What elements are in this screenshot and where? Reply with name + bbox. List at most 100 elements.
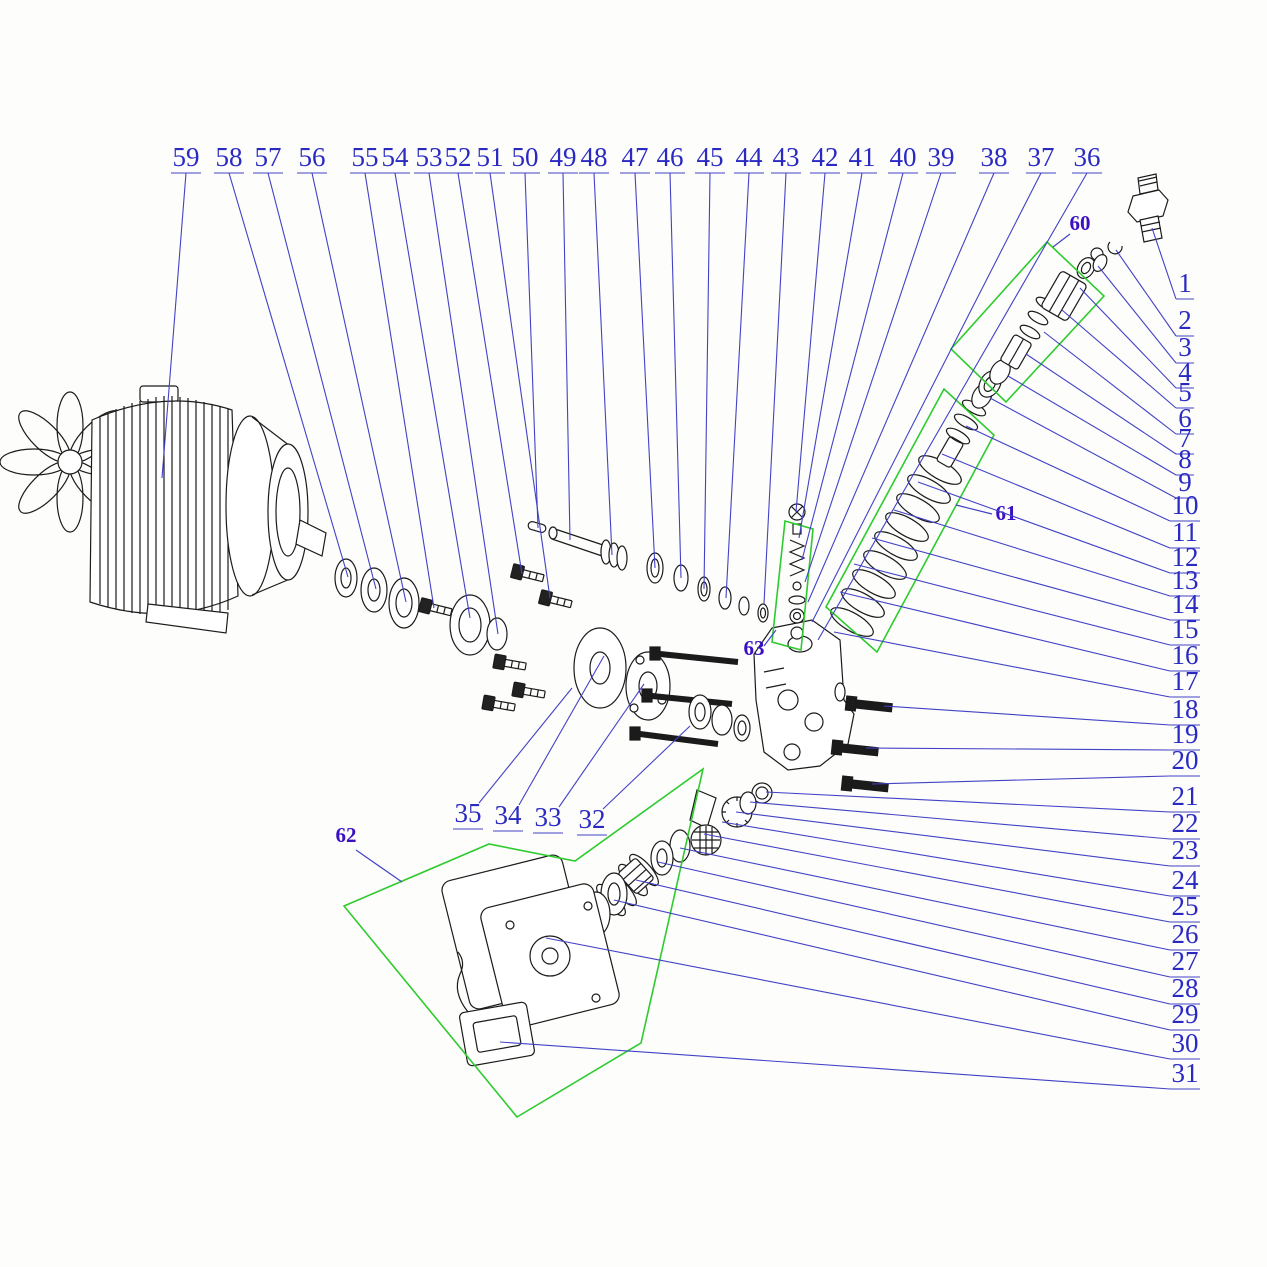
- callout-leader-59: [161, 172, 187, 479]
- callout-number-43: 43: [773, 142, 800, 172]
- callout-number-8: 8: [1178, 444, 1192, 474]
- callout-leader-53: [428, 172, 499, 635]
- callout-leader-30: [545, 937, 1171, 1060]
- callout-number-50: 50: [512, 142, 539, 172]
- callout-number-40: 40: [890, 142, 917, 172]
- callout-number-27: 27: [1172, 946, 1199, 976]
- callout-leader-42: [795, 172, 826, 513]
- callout-leader-45: [703, 172, 711, 590]
- group-label-63: 63: [744, 636, 765, 660]
- callout-leader-32: [602, 725, 691, 810]
- callout-leader-38: [807, 172, 995, 603]
- callout-number-7: 7: [1178, 423, 1192, 453]
- callout-leader-6: [1043, 331, 1177, 435]
- callout-number-51: 51: [477, 142, 504, 172]
- group-label-60: 60: [1070, 211, 1091, 235]
- callout-leader-3: [1097, 265, 1177, 364]
- callout-leader-12: [917, 481, 1171, 574]
- callout-leader-51: [489, 172, 551, 599]
- callout-leader-9: [989, 397, 1177, 499]
- callout-leader-55: [364, 172, 435, 609]
- callout-leader-31: [499, 1041, 1171, 1090]
- callout-leader-47: [634, 172, 656, 569]
- callout-number-35: 35: [455, 798, 482, 828]
- callout-number-21: 21: [1172, 781, 1199, 811]
- callout-leader-27: [657, 861, 1171, 978]
- callout-number-16: 16: [1172, 640, 1199, 670]
- callout-leader-17: [833, 631, 1171, 698]
- callout-number-56: 56: [299, 142, 326, 172]
- callout-number-44: 44: [736, 142, 764, 172]
- manifold-bolts: [830, 695, 893, 793]
- callout-number-32: 32: [579, 804, 606, 834]
- callout-number-52: 52: [445, 142, 472, 172]
- callout-number-2: 2: [1178, 305, 1192, 335]
- callout-leader-52: [457, 172, 523, 575]
- callout-number-46: 46: [657, 142, 684, 172]
- callout-number-47: 47: [622, 142, 649, 172]
- callout-leader-56: [311, 172, 407, 603]
- callout-number-42: 42: [812, 142, 839, 172]
- callout-leader-33: [558, 683, 645, 808]
- group-leader-62: [355, 849, 403, 883]
- callout-number-41: 41: [849, 142, 876, 172]
- callout-number-26: 26: [1172, 919, 1199, 949]
- callout-number-49: 49: [550, 142, 577, 172]
- callout-leader-11: [941, 453, 1171, 549]
- callout-leader-43: [763, 172, 787, 605]
- callout-number-4: 4: [1178, 357, 1192, 387]
- callout-leader-26: [679, 847, 1171, 951]
- callout-number-48: 48: [581, 142, 608, 172]
- group-label-61: 61: [996, 501, 1017, 525]
- callout-number-36: 36: [1074, 142, 1101, 172]
- group-outline-60: [949, 240, 1106, 404]
- callout-number-9: 9: [1178, 467, 1192, 497]
- callout-leader-40: [801, 172, 904, 561]
- callout-leader-13: [893, 509, 1171, 597]
- callout-number-39: 39: [928, 142, 955, 172]
- group-leader-63: [763, 629, 777, 647]
- callout-number-15: 15: [1172, 614, 1199, 644]
- callout-leader-29: [613, 899, 1171, 1031]
- callout-leader-37: [811, 172, 1042, 623]
- group-label-62: 62: [336, 823, 357, 847]
- callout-number-55: 55: [352, 142, 379, 172]
- callout-leader-5: [1061, 309, 1177, 409]
- callout-number-30: 30: [1172, 1028, 1199, 1058]
- outlet-valve-cartridge: [989, 247, 1104, 385]
- callout-number-12: 12: [1172, 542, 1199, 572]
- washer-and-ring-series: [600, 539, 769, 623]
- callout-leader-20: [871, 775, 1171, 785]
- group-outlines: 60 61 62 63: [336, 211, 1106, 1119]
- inlet-fitting: [1092, 173, 1169, 272]
- callout-leader-25: [703, 833, 1171, 923]
- callout-number-14: 14: [1172, 589, 1200, 619]
- callout-number-25: 25: [1172, 891, 1199, 921]
- callout-number-29: 29: [1172, 999, 1199, 1029]
- callout-number-22: 22: [1172, 808, 1199, 838]
- exploded-view-artwork: [0, 173, 1169, 1067]
- callout-leader-35: [478, 687, 573, 804]
- callout-leader-15: [853, 563, 1171, 646]
- callout-number-3: 3: [1178, 332, 1192, 362]
- callout-leader-23: [735, 811, 1171, 867]
- callout-number-31: 31: [1172, 1058, 1199, 1088]
- callout-number-28: 28: [1172, 973, 1199, 1003]
- pump-manifold: [753, 619, 855, 771]
- callout-number-24: 24: [1172, 865, 1200, 895]
- callout-leader-57: [267, 172, 377, 590]
- callout-number-38: 38: [981, 142, 1008, 172]
- callout-number-57: 57: [255, 142, 282, 172]
- callout-number-58: 58: [216, 142, 243, 172]
- group-leader-61: [955, 504, 993, 515]
- callout-leader-44: [725, 172, 750, 599]
- callout-leader-48: [593, 172, 613, 556]
- callout-number-59: 59: [173, 142, 200, 172]
- callout-leader-34: [518, 655, 605, 806]
- callout-number-20: 20: [1172, 745, 1199, 775]
- callout-number-6: 6: [1178, 403, 1192, 433]
- callout-leader-21: [765, 791, 1171, 813]
- callout-leader-41: [798, 172, 863, 539]
- callout-leader-28: [635, 879, 1171, 1005]
